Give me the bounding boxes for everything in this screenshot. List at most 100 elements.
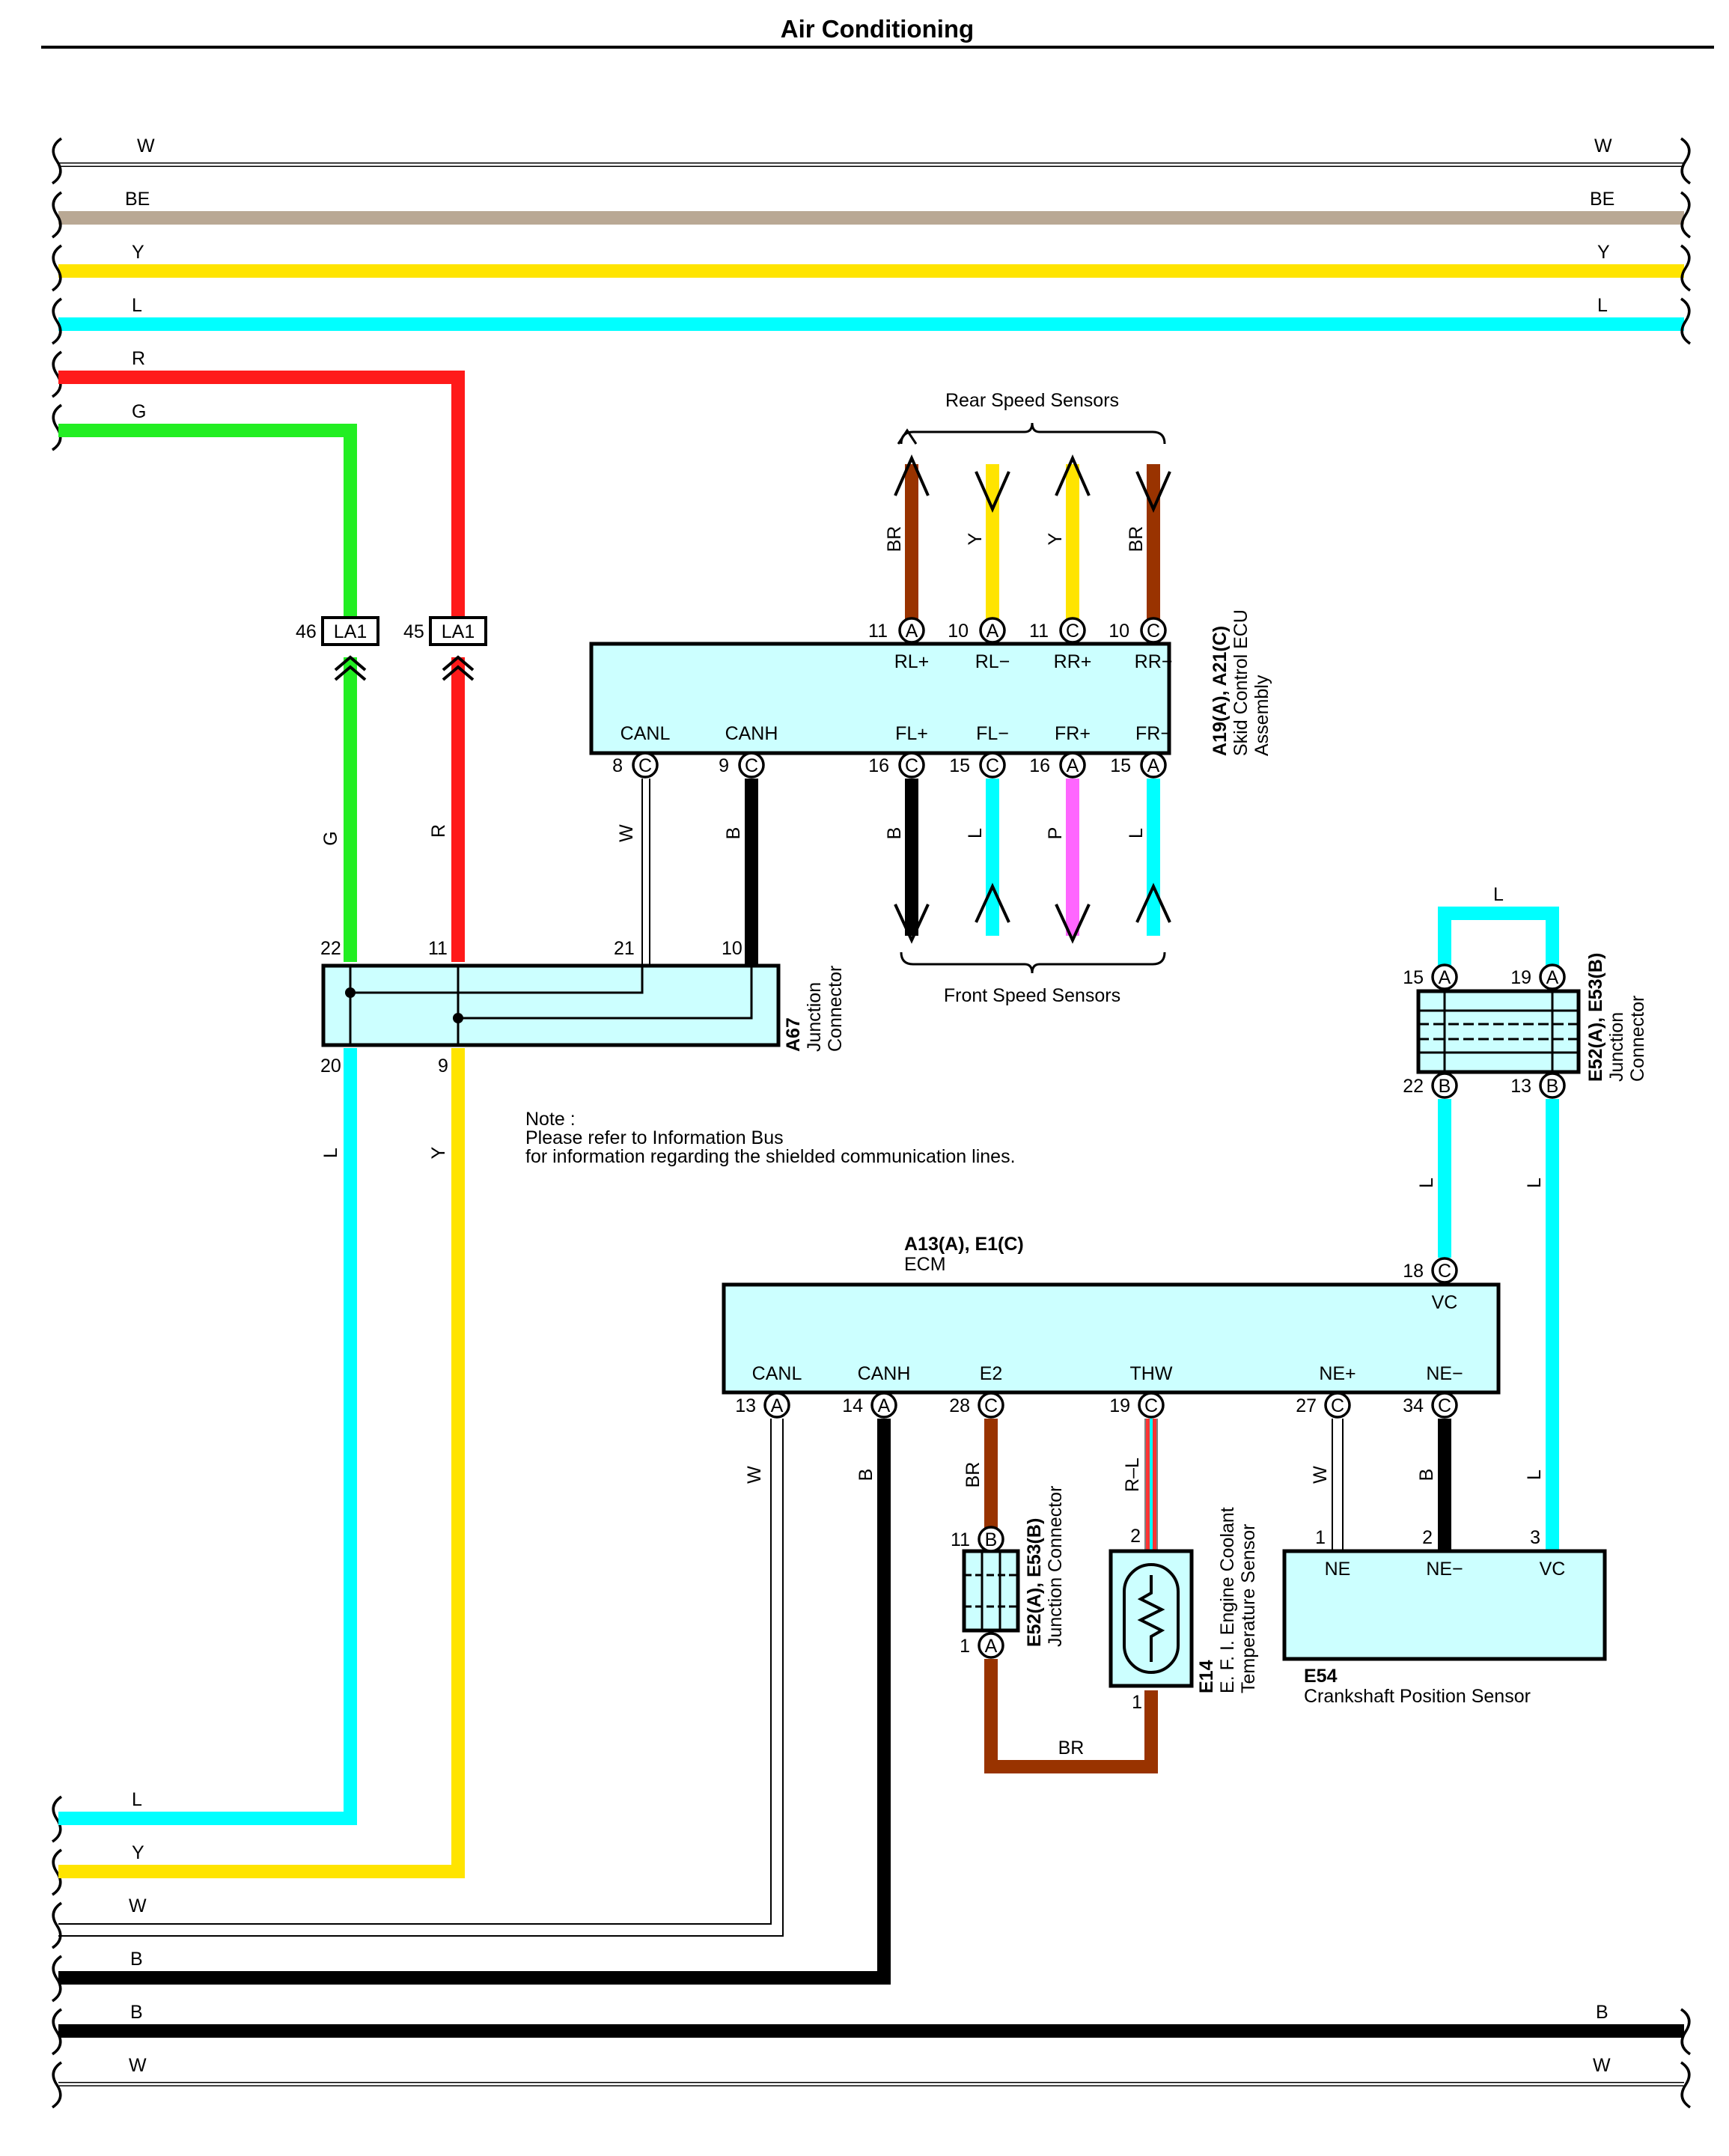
pin-conn-letter: A: [987, 621, 999, 642]
pin-connector: [1431, 1072, 1458, 1099]
break-mark: [1680, 191, 1692, 239]
skid-ecu-bottom-pins: CANL CANH FL+ FL− FR+ FR−: [620, 723, 1171, 744]
pin-name: FL+: [895, 723, 928, 744]
pin-number: 34: [1403, 1395, 1424, 1416]
pin-conn-letter: C: [984, 1395, 998, 1416]
pin-conn-letter: A: [1067, 755, 1079, 776]
pin-connector: [632, 752, 659, 779]
e52-right-code: E52(A), E53(B): [1585, 953, 1606, 1082]
pin-connector: [1059, 752, 1086, 779]
pin-conn-letter: B: [1439, 1076, 1451, 1097]
pin-number: 15: [949, 755, 970, 776]
pin-number: 16: [1029, 755, 1050, 776]
pin-connector: [738, 752, 765, 779]
wire-label-r-vertical: R: [428, 824, 449, 838]
bus-label-y-left: Y: [132, 242, 144, 263]
pin-number: 14: [842, 1395, 863, 1416]
pin-conn-letter: C: [986, 755, 999, 776]
e54-pin-name: NE−: [1426, 1559, 1463, 1580]
pin-number: 15: [1110, 755, 1131, 776]
wire-label: Y: [965, 532, 986, 545]
e54-name: Crankshaft Position Sensor: [1304, 1686, 1531, 1707]
wire-label: BR: [1058, 1738, 1085, 1758]
a67-internal-wiring: [349, 964, 753, 1045]
pin-number: 11: [1029, 621, 1049, 642]
la1-pin-45: 45: [403, 621, 424, 642]
splice-dot: [345, 987, 356, 998]
bus-label-be-left: BE: [125, 189, 150, 210]
a67-pin-9: 9: [438, 1056, 448, 1077]
wire-label: BR: [1126, 526, 1147, 552]
pin-number: 16: [868, 755, 889, 776]
pin-conn-letter: C: [1438, 1395, 1451, 1416]
wire-label: L: [965, 828, 986, 838]
bus-label: B: [1596, 2002, 1608, 2023]
wire-label-y-left: Y: [428, 1146, 449, 1159]
pin-number: 19: [1510, 967, 1531, 988]
e54-code: E54: [1304, 1666, 1338, 1687]
skid-ecu-label: A19(A), A21(C) Skid Control ECU Assembly: [1210, 609, 1272, 756]
skid-ecu-bottom-pin-circles: C 8 C 9 C 16 C 15 A 16 A 15: [612, 752, 1167, 779]
a67-pin-20: 20: [320, 1056, 341, 1077]
wire-label: BR: [963, 1462, 984, 1488]
bus-label: L: [132, 1789, 142, 1810]
pin-number: 8: [612, 755, 623, 776]
rear-speed-sensors-label: Rear Speed Sensors: [945, 390, 1119, 411]
pin-name: FL−: [976, 723, 1009, 744]
wire-canh-ecm: [58, 1419, 891, 1985]
break-mark: [51, 2008, 63, 2056]
diagram-title: Air Conditioning: [781, 15, 974, 43]
pin-conn-letter: A: [1147, 755, 1160, 776]
arrow-down-icon: [894, 904, 930, 944]
unused: [618, 431, 907, 445]
pin-connector: [1059, 617, 1086, 644]
arrow-down-icon: [975, 471, 1010, 513]
skid-ecu-name-2: Assembly: [1251, 674, 1272, 756]
bus-label-be-right: BE: [1590, 189, 1614, 210]
splice-dot: [453, 1013, 463, 1023]
e54-pin-1: 1: [1315, 1527, 1326, 1548]
pin-conn-letter: B: [985, 1529, 998, 1550]
pin-number: 1: [960, 1636, 970, 1657]
pin-connector: [1539, 963, 1566, 990]
wire-canl-ecm-b: [58, 1419, 784, 1937]
e52-right-junction-box: [1416, 989, 1581, 1074]
pin-connector: [1431, 1392, 1458, 1419]
pin-number: 10: [1109, 621, 1129, 642]
pin-connector: [898, 752, 925, 779]
pin-number: 13: [1510, 1076, 1531, 1097]
e14-code: E14: [1196, 1660, 1217, 1693]
la1-pin-46: 46: [296, 621, 317, 642]
break-mark: [51, 350, 63, 398]
bus-label-y-right: Y: [1597, 242, 1610, 263]
break-mark: [51, 137, 63, 185]
bus-label-w-left: W: [137, 135, 155, 156]
break-mark: [1680, 244, 1692, 292]
wire-l-down: [58, 1048, 357, 1825]
pin-conn-letter: C: [905, 755, 918, 776]
pin-name: VC: [1432, 1292, 1458, 1313]
bus-label: W: [129, 1895, 147, 1916]
e52-small-junction-box: [962, 1549, 1020, 1633]
arrow-down-icon: [1055, 904, 1091, 944]
break-mark: [51, 1901, 63, 1949]
top-bus: W W BE BE Y Y L L: [58, 135, 1684, 331]
pin-connector: [1431, 963, 1458, 990]
a67-pin-22: 22: [320, 938, 341, 959]
a67-pin-10: 10: [722, 938, 742, 959]
e14-pin-2: 2: [1130, 1526, 1141, 1547]
pin-conn-letter: C: [745, 755, 758, 776]
pin-name: FR−: [1135, 723, 1171, 744]
a67-pin-11: 11: [428, 938, 448, 959]
ecm-code: A13(A), E1(C): [904, 1234, 1024, 1255]
a67-junction-connector-box: [321, 963, 781, 1047]
break-mark: [51, 1795, 63, 1843]
wire-label: R–L: [1122, 1458, 1143, 1492]
pin-conn-letter: C: [1331, 1395, 1344, 1416]
pin-conn-letter: A: [1439, 967, 1451, 988]
pin-name: CANL: [752, 1363, 802, 1384]
pin-name: CANH: [858, 1363, 911, 1384]
pin-connector: [1140, 617, 1167, 644]
pin-number: 9: [719, 755, 729, 776]
ecm-bottom-pin-circles: A 13 A 14 C 28 C 19 C 27 C 34: [735, 1392, 1458, 1419]
